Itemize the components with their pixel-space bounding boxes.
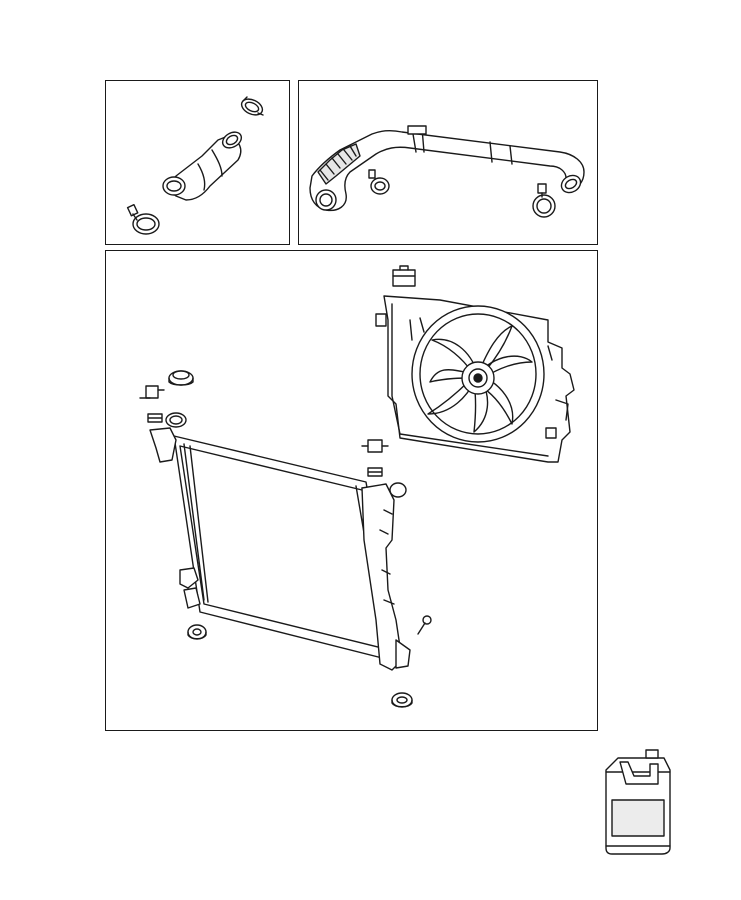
bleed-valve-icon[interactable]	[139, 385, 165, 399]
radiator-cap-icon[interactable]	[168, 370, 194, 386]
drain-plug-icon[interactable]	[417, 615, 432, 635]
filler-neck-icon[interactable]	[165, 412, 187, 428]
hose-clamp-bottom-icon[interactable]	[126, 203, 160, 235]
upper-radiator-hose-icon[interactable]	[162, 129, 244, 201]
lower-radiator-hose-icon[interactable]	[309, 125, 585, 212]
mounting-clip-icon[interactable]	[147, 413, 163, 423]
rubber-isolator-icon[interactable]	[391, 692, 413, 708]
rubber-isolator-icon[interactable]	[187, 624, 207, 640]
coolant-jug-icon[interactable]	[605, 749, 671, 855]
hose-clamp-right-icon[interactable]	[532, 183, 556, 218]
mounting-clip-icon[interactable]	[367, 467, 383, 477]
cooling-fan-icon[interactable]	[427, 325, 533, 433]
radiator-icon[interactable]	[149, 427, 411, 671]
bracket-clip-icon[interactable]	[361, 439, 389, 453]
fan-connector-icon[interactable]	[392, 265, 416, 287]
hose-clamp-left-icon[interactable]	[368, 169, 390, 195]
hose-clamp-top-icon[interactable]	[239, 96, 265, 118]
